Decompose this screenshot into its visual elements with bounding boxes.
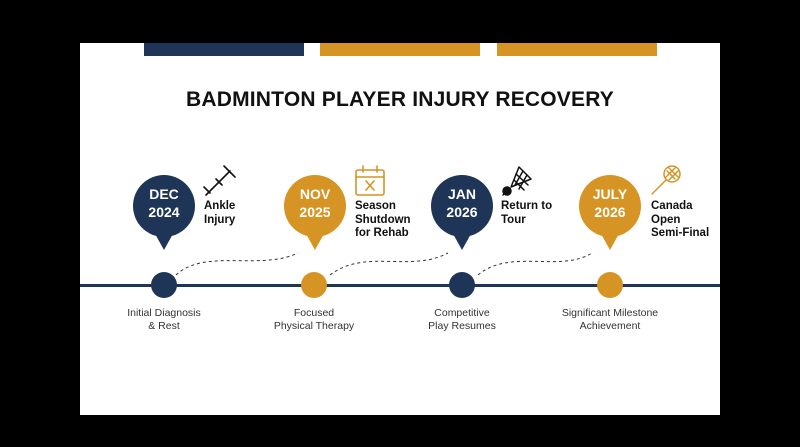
pin-shape <box>579 175 641 250</box>
milestone-pin-july-2026: JULY 2026 <box>578 174 642 252</box>
pin-shape <box>431 175 493 250</box>
timeline-dot <box>151 272 177 298</box>
milestone-year: 2025 <box>299 204 331 220</box>
milestone-year: 2026 <box>446 204 478 220</box>
slide: BADMINTON PLAYER INJURY RECOVERY DEC 202… <box>80 43 720 415</box>
milestone-year: 2024 <box>148 204 180 220</box>
accent-bar-navy <box>144 43 304 56</box>
milestone-label: Return to Tour <box>501 200 553 226</box>
shuttlecock-icon <box>502 166 532 196</box>
milestone-caption: Initial Diagnosis & Rest <box>127 307 201 332</box>
crutch-icon <box>203 165 236 196</box>
calendar-x-icon <box>355 165 385 196</box>
milestone-pin-jan-2026: JAN 2026 <box>430 174 494 252</box>
milestone-month: JULY <box>592 186 628 202</box>
milestone-month: JAN <box>447 186 476 202</box>
dashed-connectors <box>175 252 593 276</box>
milestone-caption: Competitive Play Resumes <box>428 307 496 332</box>
milestone-month: NOV <box>299 186 331 202</box>
page-title: BADMINTON PLAYER INJURY RECOVERY <box>185 88 615 111</box>
timeline-line <box>80 284 720 287</box>
timeline-dot <box>597 272 623 298</box>
milestone-caption: Significant Milestone Achievement <box>561 307 659 332</box>
timeline-dot <box>449 272 475 298</box>
milestone-label: Season Shutdown for Rehab <box>355 200 411 239</box>
milestone-month: DEC <box>149 186 179 202</box>
milestone-label: Canada Open Semi-Final <box>651 200 710 239</box>
milestone-pin-nov-2025: NOV 2025 <box>283 174 347 252</box>
milestone-year: 2026 <box>594 204 626 220</box>
pin-shape <box>284 175 346 250</box>
pin-shape <box>133 175 195 250</box>
accent-bar-gold-1 <box>320 43 480 56</box>
milestone-pin-dec-2024: DEC 2024 <box>132 174 196 252</box>
racket-icon <box>651 165 681 195</box>
accent-bar-gold-2 <box>497 43 657 56</box>
milestone-label: Ankle Injury <box>204 200 236 226</box>
milestone-caption: Focused Physical Therapy <box>273 307 355 332</box>
timeline-dot <box>301 272 327 298</box>
